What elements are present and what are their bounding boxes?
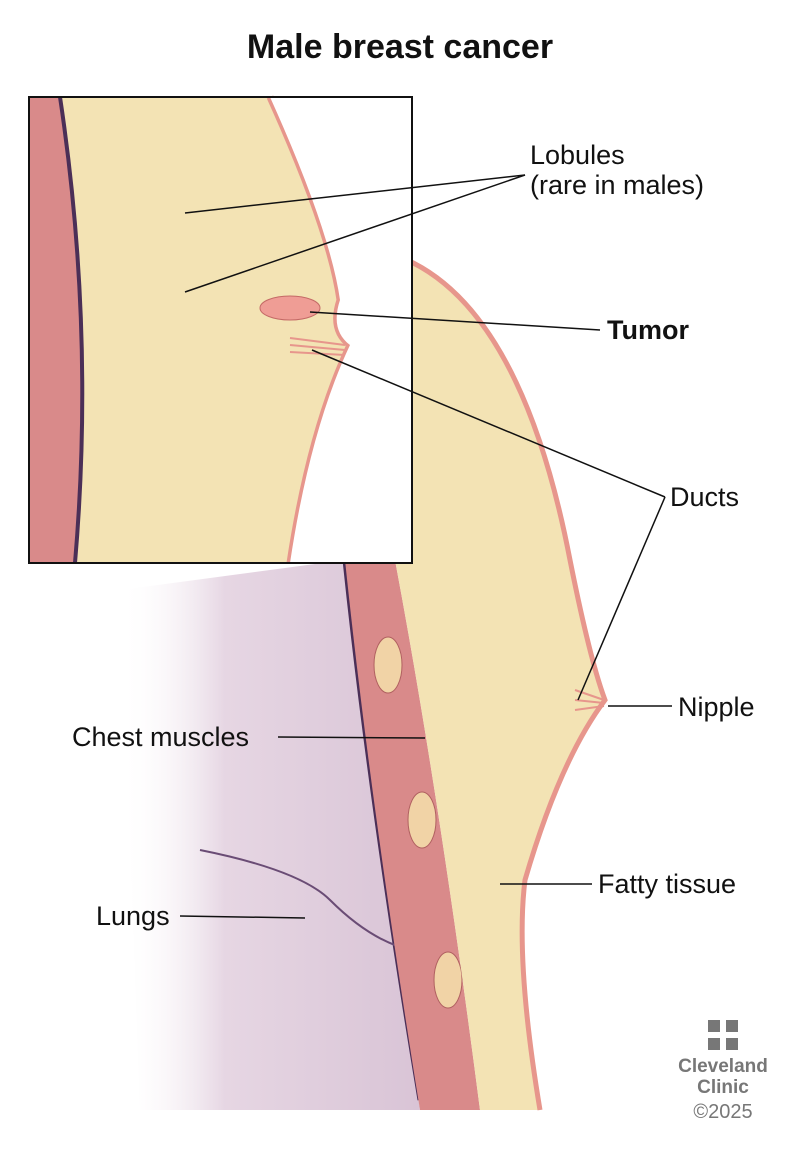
inset-magnified-view xyxy=(28,95,413,564)
label-tumor: Tumor xyxy=(607,315,689,345)
label-lobules: Lobules xyxy=(530,140,625,170)
leader-lines xyxy=(179,174,672,919)
tumor-shape xyxy=(259,295,321,321)
lungs-region xyxy=(120,560,420,1110)
clinic-cross-icon xyxy=(708,1020,738,1050)
logo-name-line2: Clinic xyxy=(697,1077,749,1098)
logo-name-line1: Cleveland xyxy=(678,1056,768,1077)
label-nipple: Nipple xyxy=(678,692,755,722)
cleveland-clinic-logo: Cleveland Clinic ©2025 xyxy=(668,1020,778,1123)
label-lungs: Lungs xyxy=(96,901,170,931)
skin xyxy=(394,252,608,1111)
fatty-tissue xyxy=(395,255,605,1110)
label-ducts: Ducts xyxy=(670,482,740,512)
page-title: Male breast cancer xyxy=(246,28,554,66)
label-lobules-note: (rare in males) xyxy=(530,170,705,200)
label-chest-muscles: Chest muscles xyxy=(72,722,250,752)
label-fatty-tissue: Fatty tissue xyxy=(598,869,737,899)
copyright: ©2025 xyxy=(693,1101,753,1123)
